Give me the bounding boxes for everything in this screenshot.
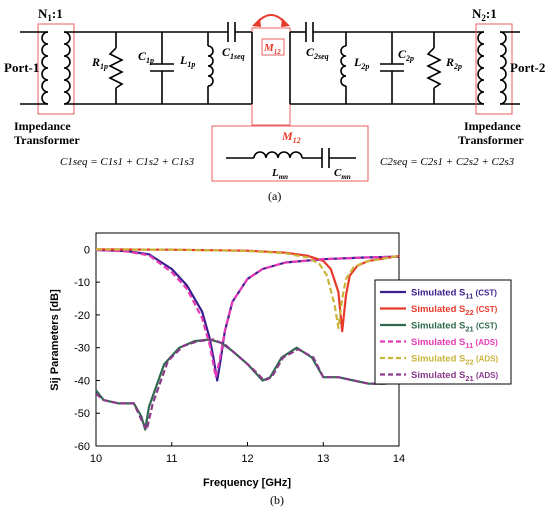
c2seq-capacitor: [305, 22, 314, 42]
left-impedance-label-2: Transformer: [14, 133, 80, 147]
right-transformer-box: [475, 23, 513, 115]
left-impedance-label-1: Impedance: [14, 119, 71, 133]
plot-area: [95, 232, 400, 447]
x-tick-label: 11: [166, 453, 177, 465]
y-tick-label: -50: [74, 408, 90, 420]
port1-label: Port-1: [4, 60, 39, 75]
legend-label-3: Simulated S21 (CST): [411, 321, 498, 334]
inset-inductor: [253, 151, 303, 159]
series-line-6: [95, 338, 400, 431]
y-tick-label: -40: [74, 375, 90, 387]
l2p-label: L2p: [353, 55, 369, 71]
n2-ratio-label: N2:1: [472, 6, 497, 23]
circuit-diagram: N1:1 Port-1 R1p C1p: [4, 6, 545, 203]
y-tick-label: -10: [74, 277, 90, 289]
l2p-inductor: [340, 32, 347, 104]
left-primary-coil: [41, 31, 49, 105]
y-tick-label: -30: [74, 343, 90, 355]
legend-label-2: Simulated S22 (CST): [411, 304, 498, 317]
left-secondary-coil: [63, 31, 71, 105]
c1seq-label: C1seq: [222, 45, 245, 61]
series-line-3: [95, 338, 400, 431]
x-axis-label: Frequency [GHz]: [203, 477, 291, 489]
series-line-1: [95, 248, 400, 382]
m12-inset-box: [211, 125, 369, 182]
caption-a: (a): [268, 189, 281, 203]
inset-cmn-label: Cmn: [334, 167, 351, 181]
m12-box: [261, 38, 285, 56]
r2p-label: R2p: [445, 55, 462, 71]
s-parameter-chart: 0 -10 -20 -30 -40 -50 -60 10 11 12 13 14 Frequency…: [49, 232, 512, 507]
legend-label-1: Simulated S11 (CST): [411, 288, 497, 301]
n1-ratio-label: N1:1: [38, 6, 63, 23]
x-axis: 10 11 12 13 14: [90, 442, 405, 465]
port2-label: Port-2: [510, 60, 545, 75]
r1p-resistor: [108, 32, 124, 104]
y-axis: 0 -10 -20 -30 -40 -50 -60: [74, 244, 100, 453]
c1p-label: C1p: [138, 49, 154, 65]
series-line-5: [95, 248, 400, 330]
legend-box: [374, 279, 512, 385]
m12-label: M12: [263, 42, 281, 56]
c2seq-label: C2seq: [306, 45, 329, 61]
series-lines: [95, 248, 400, 431]
right-impedance-label-1: Impedance: [464, 119, 521, 133]
inset-m12-label: M12: [281, 129, 301, 145]
y-tick-label: -60: [74, 441, 90, 453]
y-tick-label: -20: [74, 310, 90, 322]
right-primary-coil: [477, 31, 485, 105]
c1seq-capacitor: [227, 22, 252, 42]
right-impedance-label-2: Transformer: [458, 133, 524, 147]
c2p-label: C2p: [398, 47, 414, 63]
legend: Simulated S11 (CST) Simulated S22 (CST) Si…: [374, 279, 512, 385]
c1p-capacitor: [150, 32, 174, 104]
r2p-resistor: [426, 32, 442, 104]
x-tick-label: 14: [393, 453, 405, 465]
x-tick-label: 12: [241, 453, 253, 465]
series-line-2: [95, 248, 400, 333]
right-secondary-coil: [499, 31, 507, 105]
series-line-4: [95, 248, 400, 379]
l1p-label: L1p: [179, 53, 195, 69]
legend-label-6: Simulated S21 (ADS): [411, 370, 498, 383]
equation-c2seq: C2seq = C2s1 + C2s2 + C2s3: [380, 156, 515, 168]
caption-b: (b): [270, 493, 284, 507]
y-tick-label: 0: [84, 244, 90, 256]
x-tick-label: 10: [90, 453, 102, 465]
legend-label-5: Simulated S22 (ADS): [411, 354, 498, 367]
legend-label-4: Simulated S11 (ADS): [411, 337, 498, 350]
c2p-capacitor: [380, 32, 404, 104]
l1p-inductor: [207, 32, 214, 104]
x-tick-label: 13: [317, 453, 329, 465]
r1p-label: R1p: [91, 55, 108, 71]
inset-lmn-label: Lmn: [271, 167, 288, 181]
left-transformer-box: [37, 23, 75, 115]
y-axis-label: Sij Parameters [dB]: [49, 289, 61, 391]
equation-c1seq: C1seq = C1s1 + C1s2 + C1s3: [60, 156, 195, 168]
